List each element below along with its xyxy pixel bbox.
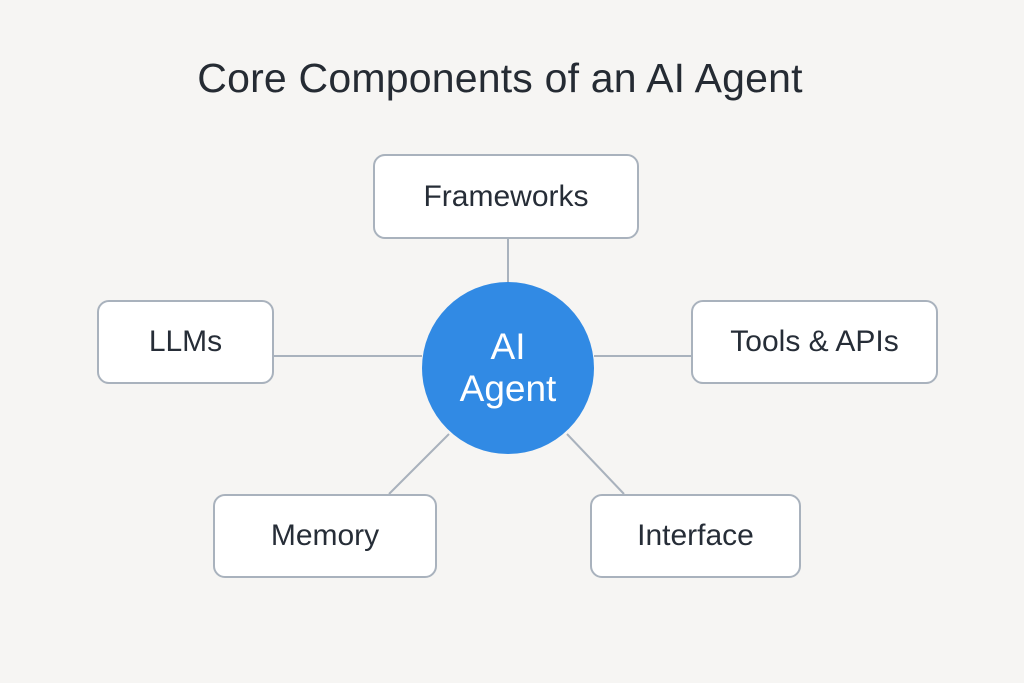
connector-memory (388, 433, 450, 495)
node-label: LLMs (148, 325, 223, 358)
node-memory: Memory (213, 494, 437, 578)
center-label-line1: AI (490, 326, 526, 367)
node-label: Interface (637, 519, 754, 552)
node-label: Tools & APIs (730, 325, 899, 358)
node-interface: Interface (590, 494, 801, 578)
center-label-line2: Agent (459, 368, 557, 409)
diagram-title: Core Components of an AI Agent (197, 55, 803, 101)
node-llms: LLMs (97, 300, 274, 384)
center-node-ai-agent: AI Agent (422, 282, 594, 454)
node-label: Memory (270, 519, 380, 552)
node-label: Frameworks (423, 179, 589, 213)
connector-interface (566, 433, 625, 495)
node-tools-apis: Tools & APIs (691, 300, 938, 384)
node-frameworks: Frameworks (373, 154, 639, 239)
